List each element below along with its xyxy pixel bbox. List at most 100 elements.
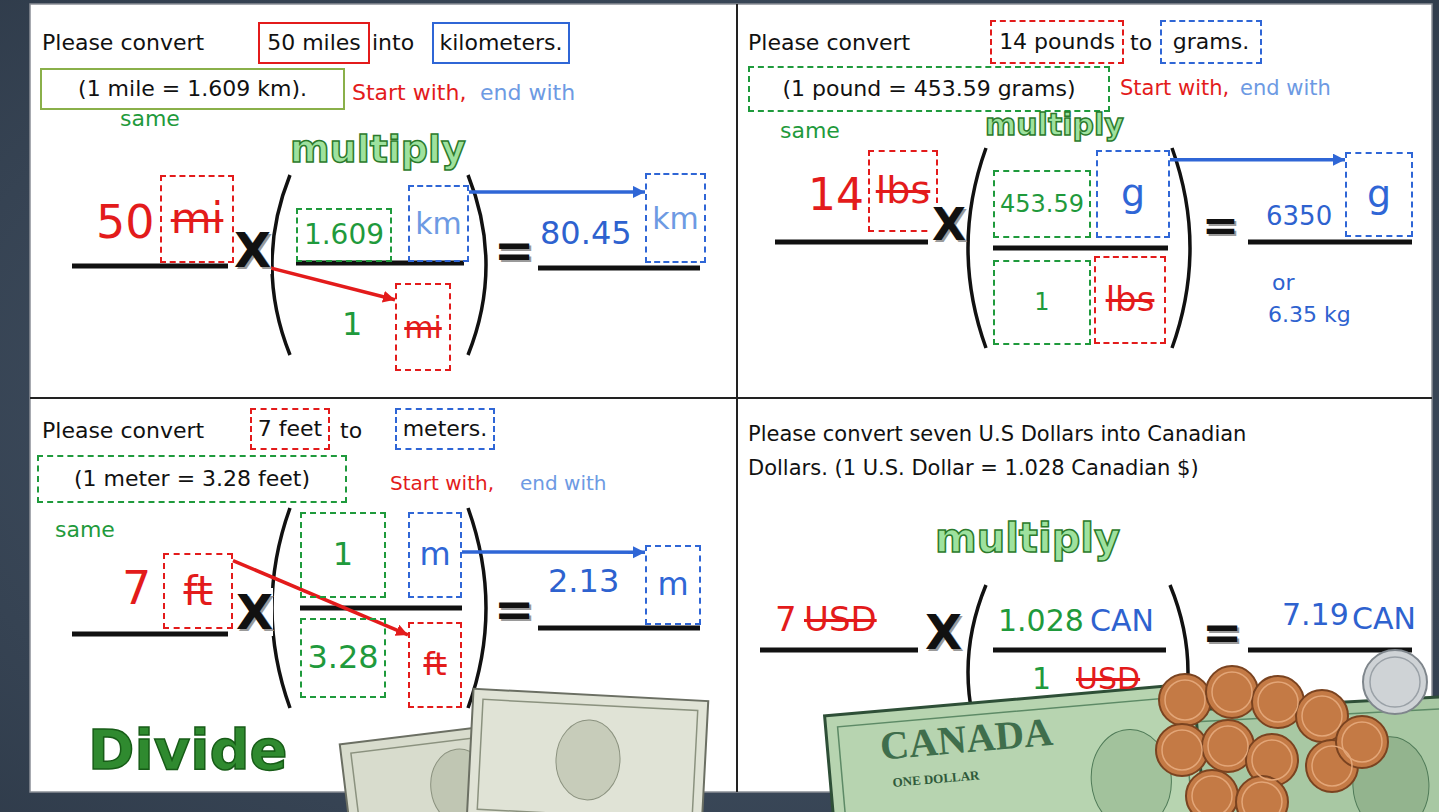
operation-word: multiply: [985, 108, 1124, 143]
times-sign: X: [925, 608, 962, 656]
box-text: kilometers.: [439, 31, 562, 55]
cancelled-unit: ft: [183, 569, 212, 613]
conversion-factor-box: (1 meter = 3.28 feet): [37, 455, 347, 503]
cancel-unit: USD: [804, 600, 877, 639]
factor-number-box: 1: [300, 512, 386, 598]
same-note: same: [55, 517, 115, 542]
conversion-arrow: [1170, 158, 1345, 162]
unit-text: CAN: [1352, 602, 1416, 637]
end-with-note: end with: [480, 80, 575, 105]
cancel-unit-box: lbs: [868, 150, 938, 232]
cancel-unit-box: mi: [395, 283, 451, 371]
box-text: 453.59: [1000, 191, 1084, 217]
box-text: m: [657, 567, 688, 602]
result-number: 7.19: [1282, 598, 1349, 633]
problem-text: to: [340, 418, 362, 443]
result-number: 6350: [1266, 202, 1332, 232]
box-text: 7 feet: [258, 417, 322, 441]
factor-number: 1.028: [998, 604, 1084, 639]
factor-number: 1: [1032, 662, 1051, 697]
unit-box: g: [1096, 150, 1170, 238]
note-text: or: [1272, 270, 1295, 295]
box-text: 14 pounds: [999, 30, 1115, 54]
problem-text: Please convert: [748, 30, 910, 55]
problem-text: Please convert seven U.S Dollars into Ca…: [748, 418, 1248, 485]
box-text: 50 miles: [267, 31, 361, 55]
box-text: km: [415, 207, 462, 240]
conversion-arrow: [469, 190, 645, 194]
factor-number-box: 1.609: [296, 208, 392, 262]
canadian-dollar-bills: [825, 684, 1439, 812]
equals-sign: =: [1202, 203, 1239, 247]
factor-number: 1: [342, 306, 362, 343]
unit-box: m: [408, 512, 462, 598]
problem-text: into: [372, 30, 414, 55]
fraction-bars: [72, 242, 1412, 650]
result-unit-box: m: [645, 545, 701, 625]
cancelled-unit: mi: [404, 311, 442, 344]
given-quantity-box: 7 feet: [250, 408, 330, 450]
cancel-unit-box: ft: [163, 553, 233, 629]
operation-word: Divide: [88, 718, 287, 782]
cancel-unit-box: lbs: [1094, 256, 1166, 344]
cancel-unit: USD: [1076, 662, 1140, 697]
quantity-number: 7: [775, 600, 797, 639]
result-number: 6.35 kg: [1268, 302, 1351, 327]
start-with-note: Start with,: [352, 80, 466, 105]
cancelled-unit: ft: [423, 647, 446, 682]
start-with-note: Start with,: [1120, 76, 1229, 100]
box-text: (1 pound = 453.59 grams): [782, 77, 1075, 101]
operation-word: multiply: [935, 515, 1120, 561]
grid-divider: [30, 397, 1432, 399]
target-unit-box: grams.: [1160, 20, 1262, 64]
times-sign: X: [234, 226, 271, 274]
equals-sign: =: [1202, 608, 1242, 656]
same-note: same: [780, 118, 840, 143]
start-with-note: Start with,: [390, 472, 494, 495]
problem-text: Please convert: [42, 30, 204, 55]
cancel-unit-box: ft: [408, 622, 462, 708]
conversion-factor-box: (1 pound = 453.59 grams): [748, 66, 1110, 112]
factor-number-box: 453.59: [993, 170, 1091, 238]
given-quantity-box: 50 miles: [258, 22, 370, 64]
box-text: grams.: [1173, 30, 1249, 54]
given-quantity-box: 14 pounds: [990, 20, 1124, 64]
result-unit-box: km: [645, 173, 706, 263]
box-text: 1: [1034, 289, 1049, 315]
box-text: m: [419, 537, 450, 572]
box-text: km: [652, 202, 699, 235]
operation-word: multiply: [290, 128, 466, 172]
box-text: 3.28: [307, 640, 378, 675]
times-sign: X: [236, 588, 273, 636]
box-text: g: [1121, 173, 1145, 215]
quantity-number: 14: [808, 170, 864, 221]
conversion-factor-box: (1 mile = 1.609 km).: [40, 68, 345, 110]
same-note: same: [120, 106, 180, 131]
cancelled-unit: mi: [171, 196, 224, 242]
factor-number-box: 1: [993, 260, 1091, 345]
box-text: g: [1367, 174, 1391, 216]
cancelled-unit: lbs: [876, 170, 930, 212]
result-number: 80.45: [540, 215, 632, 252]
times-sign: X: [932, 203, 966, 247]
result-number: 2.13: [548, 563, 619, 600]
target-unit-box: kilometers.: [432, 22, 570, 64]
factor-number-box: 3.28: [300, 618, 386, 698]
equals-sign: =: [494, 226, 534, 274]
unit-text: CAN: [1090, 604, 1154, 639]
end-with-note: end with: [520, 472, 606, 495]
target-unit-box: meters.: [395, 408, 495, 450]
result-unit-box: g: [1345, 152, 1413, 237]
unit-box: km: [408, 185, 469, 262]
box-text: 1: [333, 537, 353, 572]
box-text: meters.: [403, 417, 488, 441]
box-text: (1 mile = 1.609 km).: [78, 77, 307, 101]
equals-sign: =: [494, 585, 534, 633]
worksheet-panel: [30, 4, 1432, 792]
quantity-number: 7: [122, 562, 151, 615]
quantity-number: 50: [96, 196, 155, 249]
